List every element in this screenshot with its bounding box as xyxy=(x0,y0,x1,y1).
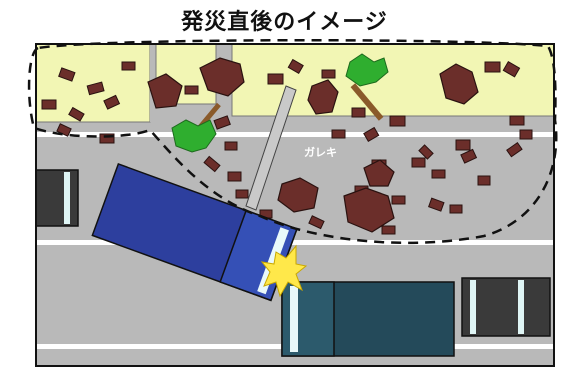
collision-icon xyxy=(260,244,308,298)
fallen-pole-icon xyxy=(245,85,297,211)
building-rubble-icon xyxy=(147,57,479,233)
debris-label: ガレキ xyxy=(304,145,337,159)
debris xyxy=(41,58,533,235)
page-title: 発災直後のイメージ xyxy=(181,10,388,35)
fallen-tree-icon xyxy=(171,53,389,153)
car-icon xyxy=(36,169,79,227)
car-icon xyxy=(461,277,551,337)
truck-icon xyxy=(281,281,455,357)
sidewalk xyxy=(36,44,554,123)
damage-zone-outline xyxy=(27,38,558,245)
scene-frame xyxy=(35,43,555,367)
